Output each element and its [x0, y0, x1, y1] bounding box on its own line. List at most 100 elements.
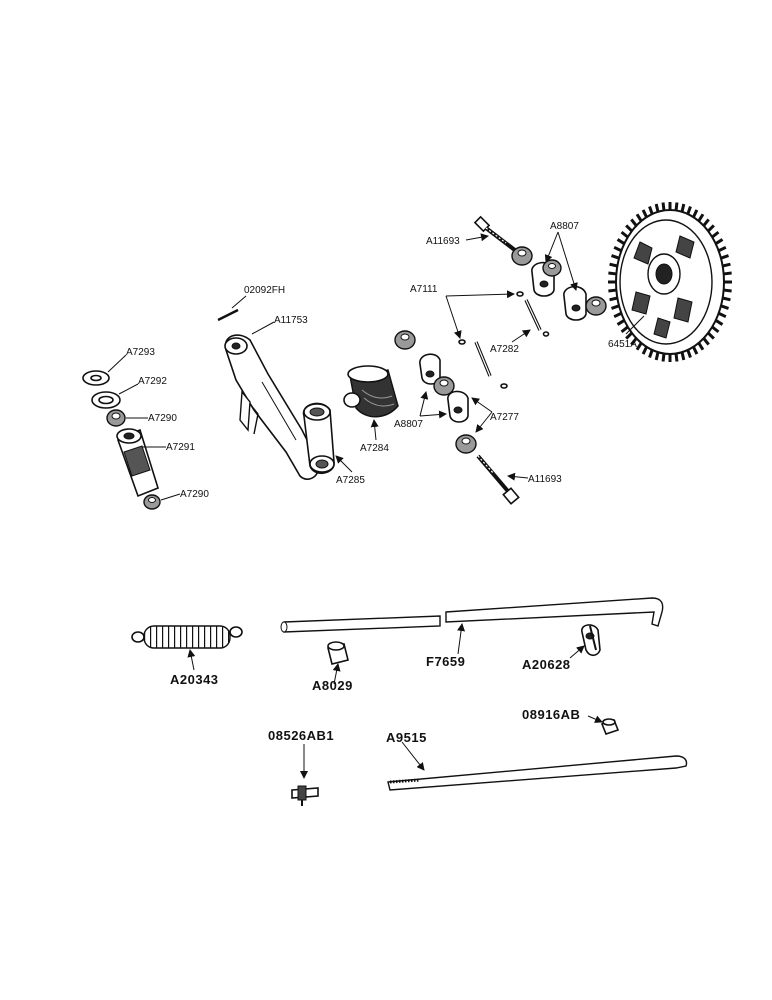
leader-a7293 — [107, 354, 127, 373]
label-a8029: A8029 — [312, 678, 353, 693]
gear-tooth — [635, 213, 643, 222]
gear-tooth — [610, 254, 620, 260]
roller-a7285 — [302, 402, 335, 474]
gear-tooth — [620, 325, 629, 334]
gear-tooth — [702, 337, 710, 346]
leader-a7111-b — [445, 290, 515, 299]
gear-tooth — [654, 203, 660, 213]
label-a7284: A7284 — [360, 443, 389, 454]
label-08916ab: 08916AB — [522, 707, 580, 722]
gear-tooth — [648, 349, 654, 359]
leader-a7285 — [335, 455, 353, 473]
leader-a8807-top-a — [544, 231, 559, 263]
rod-a9515 — [387, 755, 688, 791]
label-a20628: A20628 — [522, 657, 571, 672]
weight-a8807-top-2 — [563, 285, 587, 321]
gear-tooth — [616, 319, 626, 326]
pin-a7282 — [474, 299, 542, 377]
gear-tooth — [661, 202, 666, 211]
label-a20343: A20343 — [170, 672, 219, 687]
gear-tooth — [654, 351, 660, 361]
collar-right-upper — [542, 259, 562, 277]
gear-tooth — [692, 209, 699, 218]
weight-a8807-left-lower — [447, 390, 469, 423]
collar-right-lower — [585, 296, 607, 316]
label-a7293: A7293 — [126, 347, 155, 358]
ball-small-3 — [500, 383, 508, 389]
gear-tooth — [697, 342, 705, 351]
ball-small-1 — [458, 339, 466, 345]
leader-6451a — [625, 315, 645, 335]
gear-tooth — [641, 346, 648, 355]
collar-small-top — [394, 330, 416, 350]
gear-tooth — [661, 353, 666, 362]
gear-tooth — [641, 209, 648, 218]
gear-tooth — [613, 311, 622, 319]
leader-a7277-a — [471, 397, 493, 413]
collar-upper — [511, 246, 533, 266]
label-a7277: A7277 — [490, 412, 519, 423]
leader-a8807-left-b — [419, 410, 447, 419]
label-a7290-top: A7290 — [148, 413, 177, 424]
fitting-08526ab1 — [291, 785, 319, 806]
gear-tooth — [630, 337, 638, 346]
gear-tooth — [723, 288, 732, 293]
leader-f7659 — [457, 623, 466, 655]
label-a11693-top: A11693 — [426, 236, 460, 247]
gear-tooth — [707, 331, 715, 340]
gear-tooth — [722, 296, 731, 302]
leader-a7292 — [118, 383, 139, 395]
bushing-a8029 — [327, 641, 349, 665]
gear-tooth — [648, 205, 654, 215]
bushing-a7290-bottom — [143, 494, 161, 510]
gear-teeth — [608, 202, 732, 362]
nut-08916ab — [600, 718, 620, 735]
bushing-a7290-top — [106, 409, 126, 427]
spring-a20343 — [131, 625, 243, 649]
gear-tooth — [720, 304, 730, 310]
sleeve-a7291 — [116, 428, 159, 498]
gear-tooth — [635, 342, 643, 351]
leader-02092fh — [231, 295, 247, 309]
leader-a8029 — [332, 663, 341, 685]
gear-tooth — [722, 262, 731, 268]
gear-tooth — [613, 245, 622, 253]
gear-tooth — [720, 254, 730, 260]
gear-tooth — [625, 331, 633, 340]
gear-tooth — [680, 203, 686, 213]
gear-tooth — [608, 288, 617, 293]
gear-tooth — [718, 245, 727, 253]
gear-tooth — [608, 271, 617, 276]
collar-mid — [433, 376, 455, 396]
gear-tooth — [718, 311, 727, 319]
gear-tooth — [609, 296, 618, 302]
leader-a7290-bottom — [160, 493, 181, 501]
label-a9515: A9515 — [386, 730, 427, 745]
weight-a8807-left-upper — [419, 353, 441, 385]
leader-a20628 — [569, 645, 585, 659]
label-a7290-bottom: A7290 — [180, 489, 209, 500]
lever-a11753 — [224, 334, 320, 480]
gear-tooth — [674, 202, 679, 211]
leader-a8807-left-a — [419, 391, 429, 417]
leader-a11693-bottom — [507, 472, 529, 481]
leader-a11693-top — [465, 233, 489, 242]
gear-tooth — [723, 271, 732, 276]
leader-a8807-top-b — [557, 231, 578, 291]
gear-tooth — [674, 353, 679, 362]
leader-a7284 — [370, 419, 379, 441]
gear-tooth — [609, 262, 618, 268]
cup-a7284 — [343, 365, 399, 418]
pin-02092fh — [217, 308, 239, 322]
label-a7292: A7292 — [138, 376, 167, 387]
bolt-a11693-bottom — [476, 454, 520, 505]
gear-tooth — [625, 224, 633, 233]
clamp-a20628 — [581, 624, 601, 657]
ball-small-4 — [542, 331, 550, 337]
leader-a20343 — [187, 649, 196, 671]
label-a7285: A7285 — [336, 475, 365, 486]
gear-tooth — [686, 349, 692, 359]
label-02092fh: 02092FH — [244, 285, 285, 296]
leader-08916ab — [587, 715, 603, 723]
label-6451a: 6451A — [608, 339, 637, 350]
